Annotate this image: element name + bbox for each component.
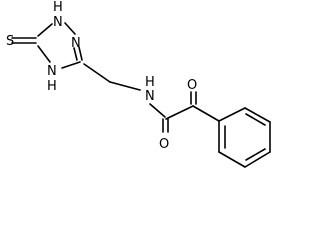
bond-ph-4 [244,151,271,168]
atom-label-amide-n: N [145,89,155,104]
atom-label-ring-h4: H [47,79,57,94]
triazole-ring [11,22,83,69]
atom-label-amide-h: H [145,75,155,90]
atom-label-keto-o: O [187,78,197,93]
bond-amide-keto [165,105,194,120]
molecule-structure: S N H N N H N H O O [6,0,271,168]
bond-n4-c5 [37,45,51,63]
bond-ph-2 [244,107,271,123]
atom-label-thione-s: S [6,34,14,49]
bond-c3-ch2 [83,63,111,83]
bond-ph-inner-1 [245,113,266,126]
bond-c5-n1 [37,23,53,37]
atom-label-ring-h1: H [53,0,63,15]
bond-n-amide-c [149,103,166,118]
linker-bonds [83,63,220,133]
atom-label-ring-n2: N [71,36,81,51]
atom-label-amide-o: O [159,137,169,152]
bond-ph-1 [218,107,246,122]
bond-n2-c3-b [73,47,78,61]
atom-label-ring-n4: N [47,64,57,79]
bond-n2-c3-a [78,46,83,61]
bond-ch2-n [109,81,141,91]
atom-label-ring-n1: N [53,15,63,30]
bond-ph-inner-2 [245,148,266,161]
bond-n1-n2 [64,22,76,35]
phenyl-ring [218,107,271,168]
bond-c3-n4 [61,61,81,69]
bond-ph-5 [218,151,246,168]
bond-keto-phenyl [192,105,220,122]
